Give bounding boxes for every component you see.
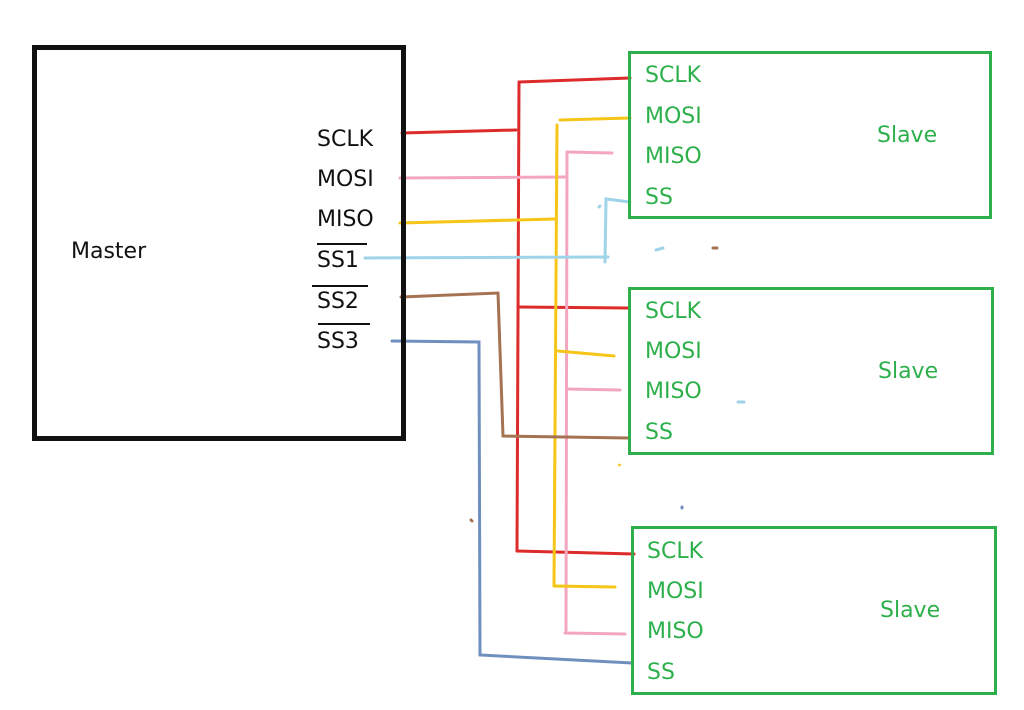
wire-ss1-riser [603, 197, 632, 264]
wire-ss2 [399, 246, 719, 523]
slave1-pin-mosi: MOSI [645, 104, 702, 129]
wire-miso [398, 116, 632, 589]
wire-mosi-master [398, 175, 568, 180]
overline-ss3 [318, 323, 370, 325]
wire-miso-slave3 [552, 584, 617, 589]
wire-ss3-path [390, 339, 634, 665]
slave3-pin-sclk: SCLK [647, 539, 704, 564]
master-pin-mosi: MOSI [317, 167, 374, 192]
stray-mark [469, 518, 474, 523]
wire-ss3 [390, 339, 684, 665]
slave3-title: Slave [880, 598, 941, 623]
wire-mosi-trunk [564, 150, 569, 635]
slave3-pin-miso: MISO [647, 619, 704, 644]
master-pin-ss3: SS3 [317, 329, 359, 354]
slave-block-1 [628, 51, 992, 219]
overline-ss2 [312, 285, 368, 287]
slave2-pin-ss: SS [645, 420, 673, 445]
wire-miso-master [398, 217, 557, 225]
master-pin-ss2: SS2 [317, 289, 359, 314]
stray-mark [617, 463, 622, 467]
slave1-title: Slave [877, 123, 938, 148]
overline-ss1 [317, 243, 367, 245]
slave-block-3 [631, 526, 997, 695]
wire-sclk-master [400, 128, 518, 135]
slave3-pin-mosi: MOSI [647, 579, 704, 604]
wire-mosi-slave1 [565, 150, 614, 155]
slave2-pin-mosi: MOSI [645, 339, 702, 364]
wire-miso-slave2 [556, 349, 616, 358]
slave1-pin-sclk: SCLK [645, 63, 702, 88]
slave3-pin-ss: SS [647, 660, 675, 685]
stray-mark [597, 204, 602, 209]
wire-sclk-slave1 [517, 76, 632, 84]
master-pin-miso: MISO [317, 207, 374, 232]
master-pin-ss1: SS1 [317, 248, 359, 273]
wire-sclk-slave2 [516, 305, 630, 310]
stray-mark [654, 246, 665, 252]
wire-sclk [400, 76, 636, 556]
wire-mosi-slave3 [563, 631, 627, 636]
wire-miso-trunk [552, 123, 559, 588]
slave2-pin-miso: MISO [645, 379, 702, 404]
wire-ss2-path [399, 291, 630, 440]
slave1-pin-ss: SS [645, 185, 673, 210]
wire-miso-slave1 [558, 116, 632, 122]
master-title: Master [71, 239, 147, 264]
wire-mosi [398, 150, 627, 636]
slave1-pin-miso: MISO [645, 144, 702, 169]
master-pin-sclk: SCLK [317, 127, 374, 152]
wire-mosi-slave2 [565, 387, 622, 392]
master-block [32, 45, 406, 441]
wire-sclk-slave3 [515, 549, 636, 556]
wire-sclk-trunk [515, 80, 521, 553]
slave-block-2 [628, 287, 994, 455]
slave2-pin-sclk: SCLK [645, 299, 702, 324]
slave2-title: Slave [878, 359, 939, 384]
